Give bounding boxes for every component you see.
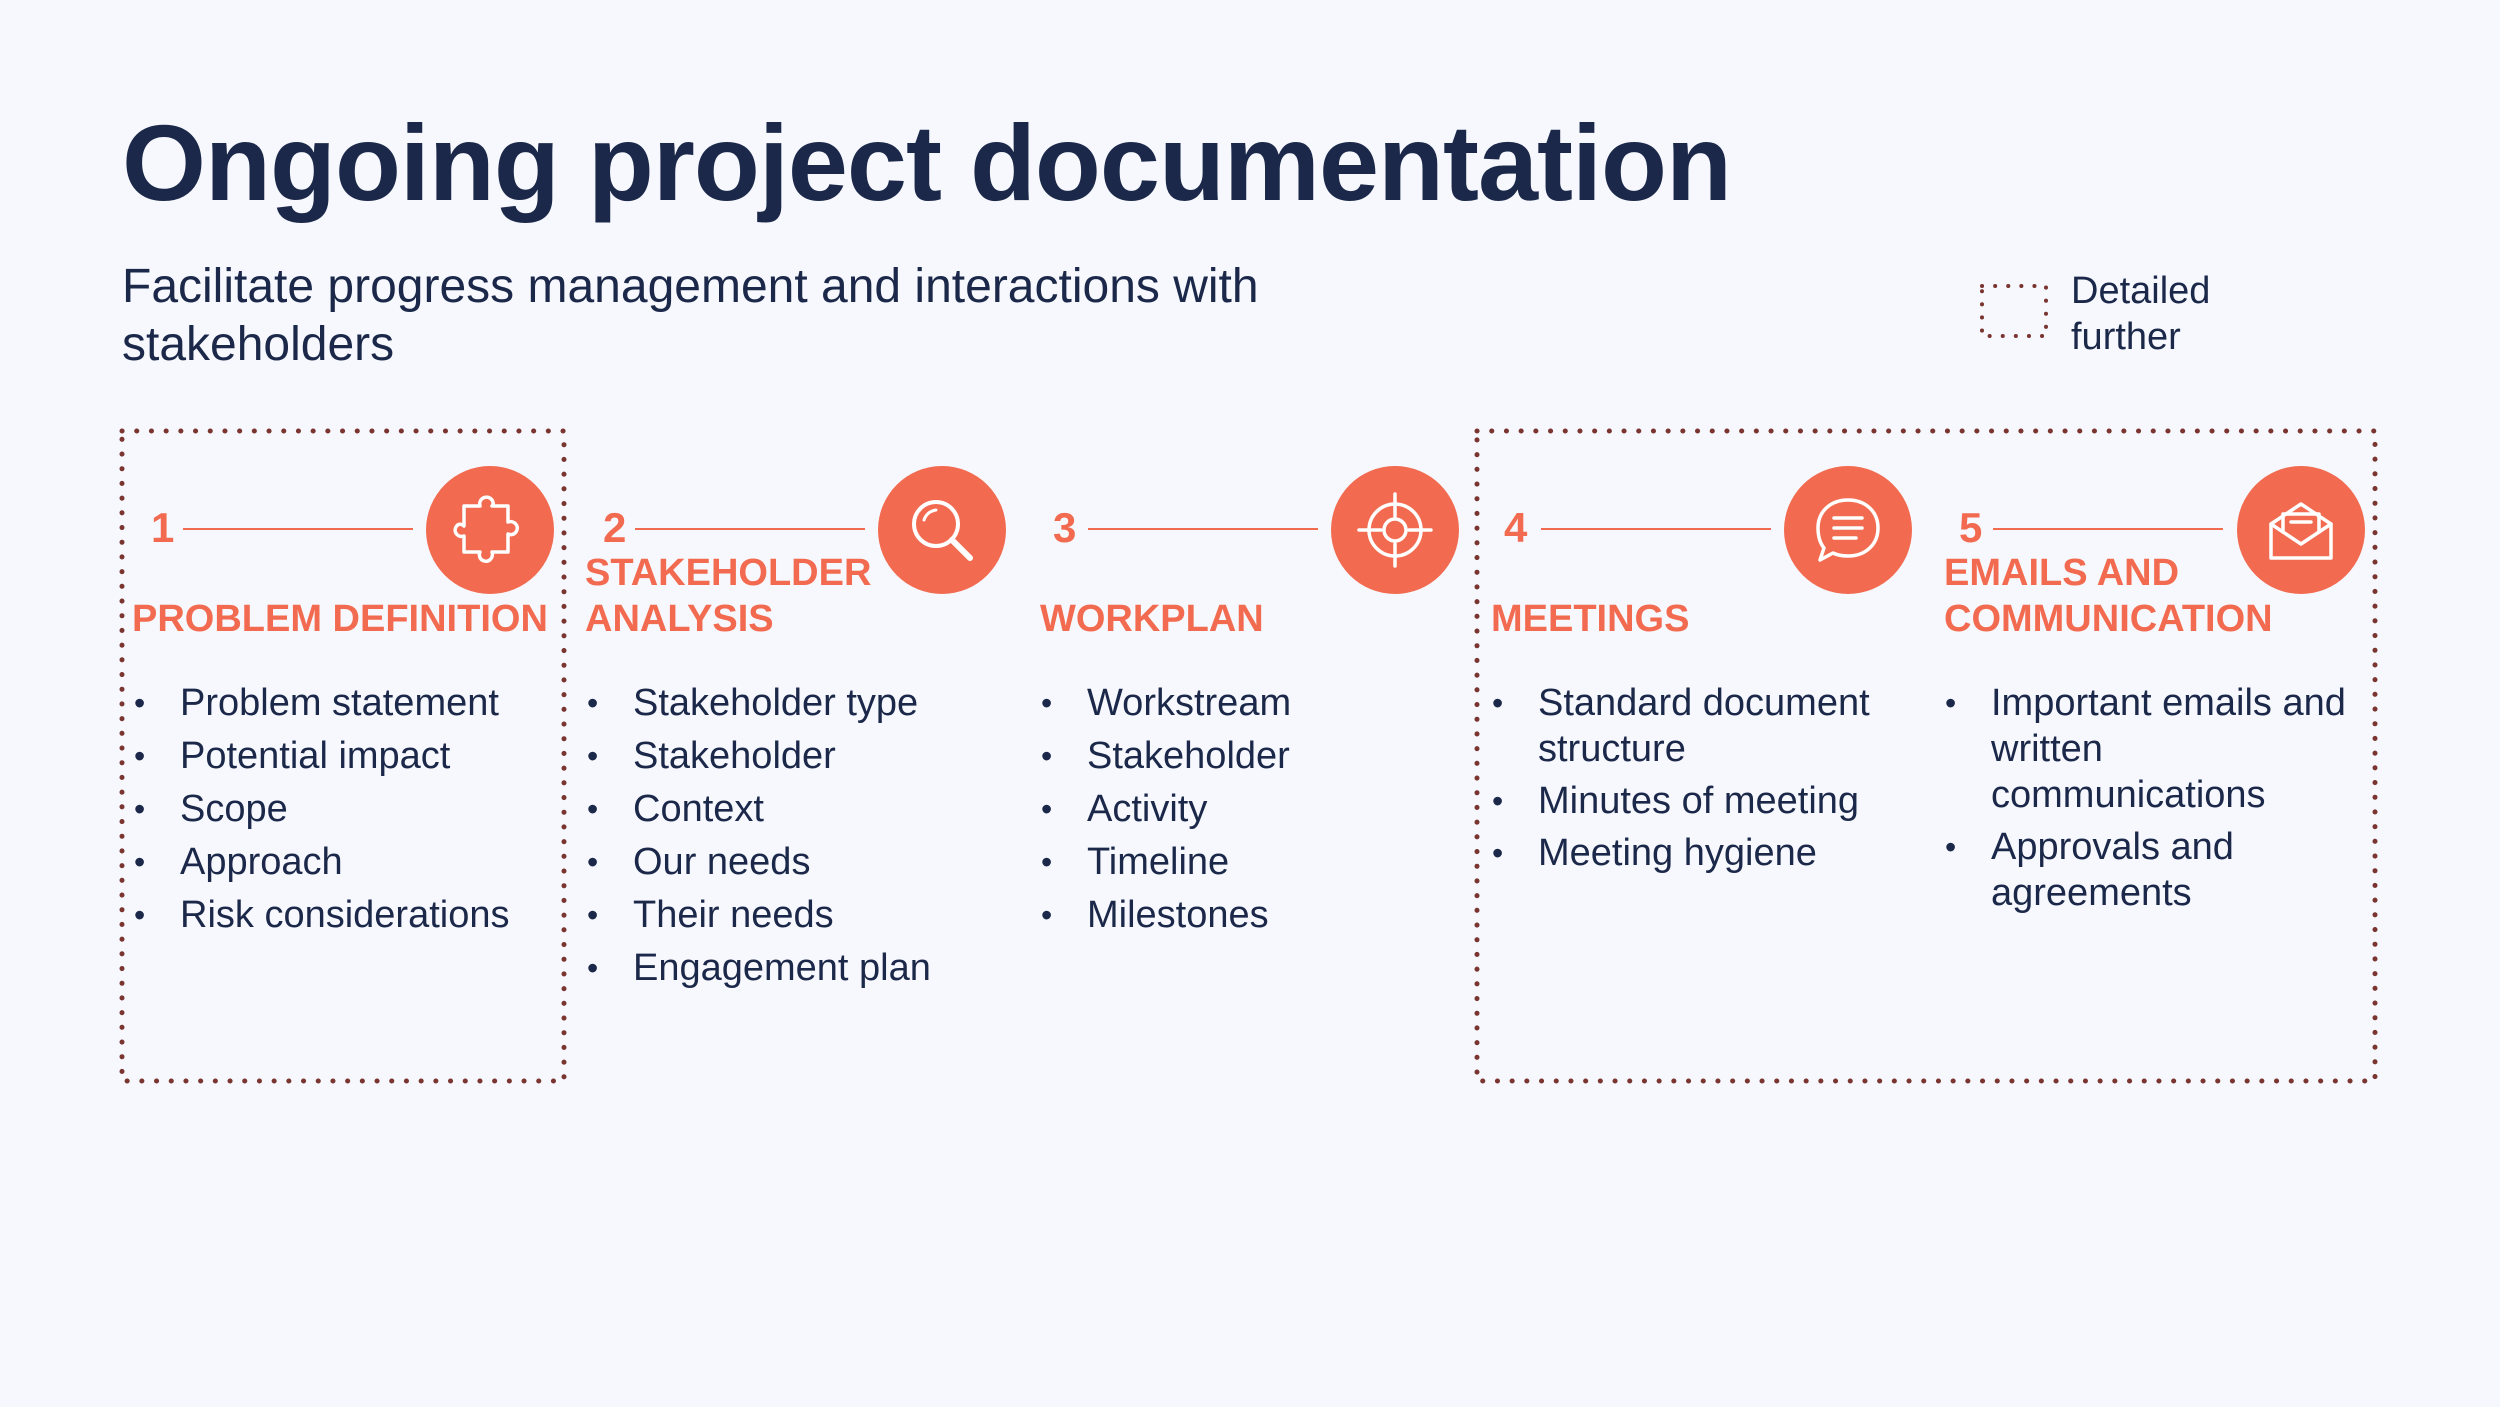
slide-subtitle: Facilitate progress management and inter… bbox=[122, 260, 1259, 371]
step-title: PROBLEM DEFINITION bbox=[132, 598, 548, 640]
detailed-frame-step-1 bbox=[119, 428, 567, 1084]
list-item: Minutes of meeting bbox=[1478, 778, 1908, 824]
step-emails-and-communication: 5 EMAILS AND COMMUNICATION Important ema… bbox=[1931, 466, 2365, 922]
step-items: Important emails and written communicati… bbox=[1931, 680, 2361, 916]
target-icon bbox=[1331, 466, 1459, 594]
step-connector-line bbox=[183, 528, 413, 530]
list-item: Stakeholder bbox=[573, 733, 1003, 779]
step-number: 3 bbox=[1053, 504, 1077, 551]
list-item: Important emails and written communicati… bbox=[1931, 680, 2361, 818]
step-title: STAKEHOLDER ANALYSIS bbox=[585, 552, 872, 640]
step-title: WORKPLAN bbox=[1040, 598, 1264, 640]
list-item: Their needs bbox=[573, 892, 1003, 938]
step-items: Stakeholder type Stakeholder Context Our… bbox=[573, 680, 1003, 991]
list-item: Workstream bbox=[1027, 680, 1457, 726]
dotted-frame-legend-icon bbox=[1980, 284, 2048, 338]
list-item: Context bbox=[573, 786, 1003, 832]
step-title: MEETINGS bbox=[1491, 598, 1690, 640]
step-items: Problem statement Potential impact Scope… bbox=[120, 680, 550, 938]
list-item: Approach bbox=[120, 839, 550, 885]
list-item: Stakeholder bbox=[1027, 733, 1457, 779]
list-item: Problem statement bbox=[120, 680, 550, 726]
step-stakeholder-analysis: 2 STAKEHOLDER ANALYSIS Stakeholder type … bbox=[573, 466, 1006, 998]
list-item: Approvals and agreements bbox=[1931, 824, 2361, 916]
magnifier-icon bbox=[878, 466, 1006, 594]
envelope-icon bbox=[2237, 466, 2365, 594]
list-item: Stakeholder type bbox=[573, 680, 1003, 726]
chat-bubble-icon bbox=[1784, 466, 1912, 594]
step-connector-line bbox=[635, 528, 865, 530]
step-connector-line bbox=[1088, 528, 1318, 530]
legend-label: Detailed further bbox=[2071, 270, 2211, 358]
step-header: 3 bbox=[1027, 466, 1459, 596]
step-number: 1 bbox=[151, 504, 175, 551]
step-title: EMAILS AND COMMUNICATION bbox=[1944, 552, 2273, 640]
step-connector-line bbox=[1993, 528, 2223, 530]
legend: Detailed further bbox=[1980, 268, 2240, 358]
step-problem-definition: 1 PROBLEM DEFINITION Problem statement P… bbox=[120, 466, 554, 945]
puzzle-piece-icon bbox=[426, 466, 554, 594]
list-item: Activity bbox=[1027, 786, 1457, 832]
list-item: Our needs bbox=[573, 839, 1003, 885]
step-workplan: 3 WORKPLAN Workstream Stakeholder Activi… bbox=[1027, 466, 1459, 945]
detailed-frame-steps-4-5 bbox=[1474, 428, 2378, 1084]
step-header: 5 bbox=[1931, 466, 2365, 596]
step-number: 4 bbox=[1504, 504, 1528, 551]
step-items: Workstream Stakeholder Activity Timeline… bbox=[1027, 680, 1457, 938]
list-item: Milestones bbox=[1027, 892, 1457, 938]
list-item: Engagement plan bbox=[573, 945, 1003, 991]
step-items: Standard document structure Minutes of m… bbox=[1478, 680, 1908, 876]
step-number: 5 bbox=[1959, 504, 1983, 551]
step-number: 2 bbox=[603, 504, 627, 551]
slide-title: Ongoing project documentation bbox=[122, 102, 1732, 223]
list-item: Standard document structure bbox=[1478, 680, 1908, 772]
list-item: Risk considerations bbox=[120, 892, 550, 938]
step-header: 4 bbox=[1478, 466, 1912, 596]
step-meetings: 4 MEETINGS Standard document structure M… bbox=[1478, 466, 1912, 882]
list-item: Scope bbox=[120, 786, 550, 832]
list-item: Potential impact bbox=[120, 733, 550, 779]
step-header: 2 bbox=[573, 466, 1006, 596]
list-item: Timeline bbox=[1027, 839, 1457, 885]
list-item: Meeting hygiene bbox=[1478, 830, 1908, 876]
step-connector-line bbox=[1541, 528, 1771, 530]
step-header: 1 bbox=[120, 466, 554, 596]
